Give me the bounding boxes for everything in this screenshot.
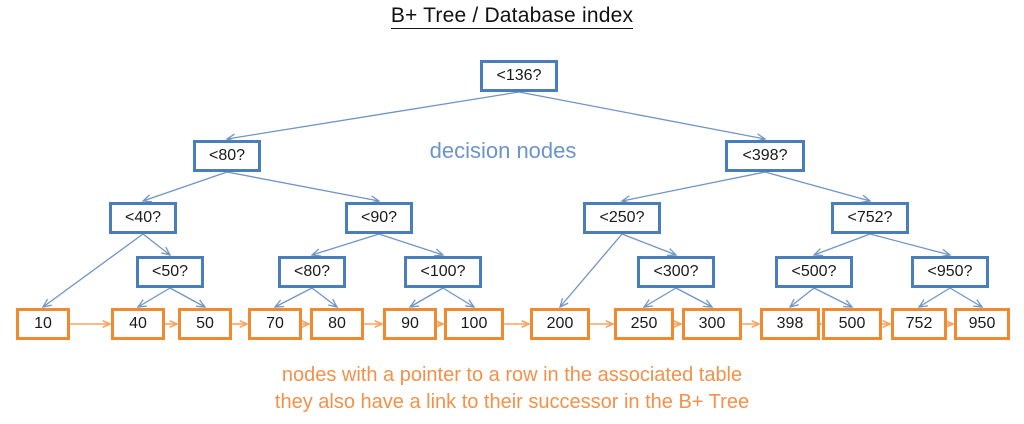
leaf-node-l50[interactable]: 50 bbox=[178, 308, 232, 340]
decision-node-d50[interactable]: <50? bbox=[136, 256, 204, 288]
leaf-node-l300[interactable]: 300 bbox=[682, 308, 742, 340]
leaf-node-l80[interactable]: 80 bbox=[310, 308, 364, 340]
leaf-node-l70[interactable]: 70 bbox=[248, 308, 302, 340]
decision-node-d950[interactable]: <950? bbox=[911, 256, 989, 288]
leaf-node-l752[interactable]: 752 bbox=[891, 308, 947, 340]
decision-node-d100[interactable]: <100? bbox=[404, 256, 482, 288]
leaf-caption-line-1: nodes with a pointer to a row in the ass… bbox=[281, 364, 743, 386]
decision-node-d250[interactable]: <250? bbox=[583, 202, 661, 234]
page-title-text: B+ Tree / Database index bbox=[390, 4, 634, 29]
decision-node-d500[interactable]: <500? bbox=[775, 256, 853, 288]
decision-node-d80b[interactable]: <80? bbox=[278, 256, 346, 288]
leaf-node-l10[interactable]: 10 bbox=[16, 308, 70, 340]
leaf-node-l200[interactable]: 200 bbox=[530, 308, 590, 340]
decision-node-d40[interactable]: <40? bbox=[109, 202, 177, 234]
leaf-node-l40[interactable]: 40 bbox=[111, 308, 165, 340]
decision-node-d136[interactable]: <136? bbox=[480, 60, 558, 92]
leaf-node-l100[interactable]: 100 bbox=[444, 308, 504, 340]
leaf-caption-line-2: they also have a link to their successor… bbox=[274, 391, 750, 413]
decision-node-d398[interactable]: <398? bbox=[725, 140, 805, 172]
leaf-node-l90[interactable]: 90 bbox=[383, 308, 437, 340]
decision-node-d752[interactable]: <752? bbox=[831, 202, 909, 234]
leaf-node-l250[interactable]: 250 bbox=[614, 308, 674, 340]
page-title: B+ Tree / Database index bbox=[0, 4, 1024, 29]
leaf-node-l500[interactable]: 500 bbox=[822, 308, 882, 340]
leaf-caption: nodes with a pointer to a row in the ass… bbox=[0, 362, 1024, 416]
leaf-node-l398[interactable]: 398 bbox=[760, 308, 820, 340]
decision-node-d80[interactable]: <80? bbox=[193, 140, 261, 172]
decision-node-d300[interactable]: <300? bbox=[637, 256, 715, 288]
decision-nodes-label: decision nodes bbox=[429, 138, 577, 163]
leaf-node-l950[interactable]: 950 bbox=[954, 308, 1010, 340]
decision-node-d90[interactable]: <90? bbox=[345, 202, 413, 234]
